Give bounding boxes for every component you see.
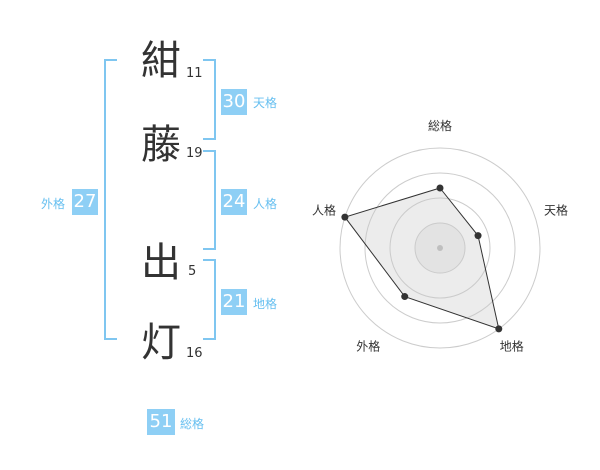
- stroke-count-4: 16: [186, 346, 203, 361]
- radar-point: [474, 232, 482, 240]
- radar-point: [495, 325, 503, 333]
- gaikaku-bracket: [104, 59, 117, 340]
- gaikaku-value: 27: [72, 189, 98, 215]
- chikaku-value: 21: [221, 289, 247, 315]
- stroke-count-3: 5: [188, 264, 197, 279]
- stroke-count-2: 19: [186, 146, 203, 161]
- jinkaku-bracket: [203, 150, 216, 250]
- gaikaku-label: 外格: [41, 197, 66, 211]
- stroke-count-1: 11: [186, 66, 203, 81]
- radar-ring: [364, 172, 516, 324]
- soukaku-value: 51: [147, 409, 175, 435]
- jinkaku-label: 人格: [253, 197, 278, 211]
- radar-point: [436, 184, 444, 192]
- radar-ring: [389, 197, 491, 299]
- radar-point: [341, 213, 349, 221]
- chikaku-bracket: [203, 259, 216, 340]
- tenkaku-label: 天格: [253, 96, 278, 110]
- radar-polygon: [344, 187, 500, 330]
- tenkaku-bracket: [203, 59, 216, 140]
- jinkaku-value: 24: [221, 189, 247, 215]
- radar-axis-label: 人格: [312, 202, 336, 217]
- radar-axis-label: 総格: [428, 118, 452, 133]
- radar-axis-label: 天格: [544, 202, 568, 217]
- chikaku-label: 地格: [253, 297, 278, 311]
- radar-axis-label: 地格: [500, 339, 524, 354]
- tenkaku-value: 30: [221, 89, 247, 115]
- radar-point: [401, 293, 409, 301]
- name-char-4: 灯: [141, 320, 181, 366]
- radar-axis-label: 外格: [356, 339, 380, 354]
- soukaku-label: 総格: [180, 417, 205, 431]
- radar-ring: [339, 147, 541, 349]
- name-char-2: 藤: [141, 122, 181, 168]
- name-char-3: 出: [141, 240, 181, 286]
- name-char-1: 紺: [141, 38, 181, 84]
- radar-center: [437, 245, 443, 251]
